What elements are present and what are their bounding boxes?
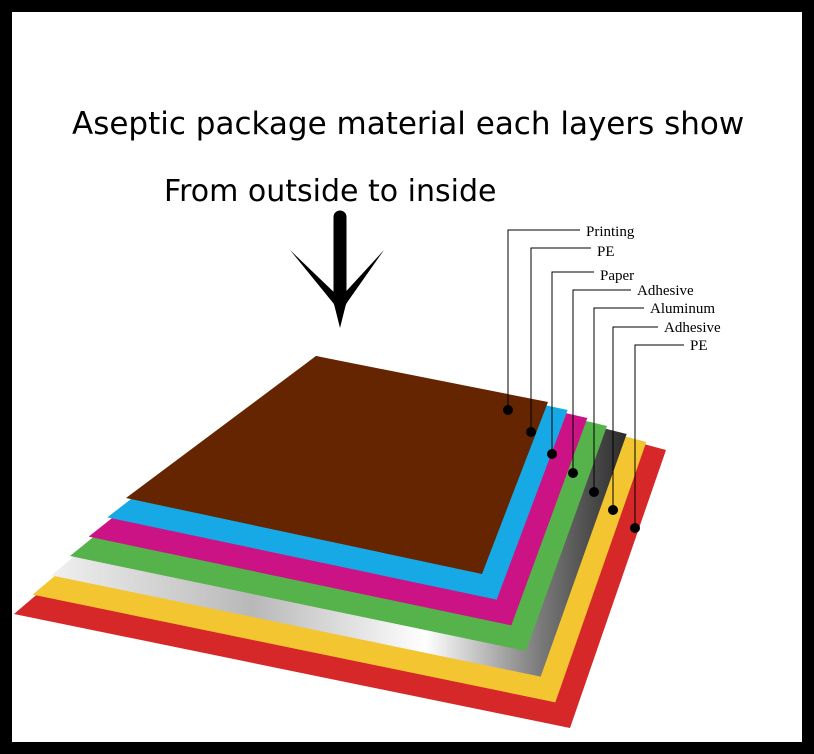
leader-line-4: [572, 289, 631, 473]
leader-dot-3: [547, 449, 557, 459]
leader-line-1: [507, 229, 580, 410]
leader-dot-7: [630, 523, 640, 533]
leader-line-7: [634, 344, 684, 528]
layer-label-5: Aluminum: [650, 301, 715, 317]
diagram-title: Aseptic package material each layers sho…: [72, 106, 745, 142]
diagram-canvas: Aseptic package material each layers sho…: [12, 12, 802, 742]
layer-sheets: [14, 356, 666, 728]
leader-dot-6: [608, 505, 618, 515]
leader-line-2: [530, 247, 591, 432]
layer-label-4: Adhesive: [637, 283, 694, 299]
leader-line-3: [551, 271, 594, 454]
leader-dot-4: [568, 468, 578, 478]
leader-dot-2: [526, 427, 536, 437]
layer-label-1: Printing: [586, 224, 635, 240]
leader-line-6: [612, 326, 658, 510]
layer-label-7: PE: [690, 338, 708, 354]
leader-dot-1: [503, 405, 513, 415]
diagram-subtitle: From outside to inside: [164, 174, 497, 209]
leader-dot-5: [589, 487, 599, 497]
leader-line-5: [593, 307, 644, 492]
layer-callouts: PrintingPEPaperAdhesiveAluminumAdhesiveP…: [503, 224, 721, 533]
layer-label-6: Adhesive: [664, 320, 721, 336]
layer-label-2: PE: [597, 244, 615, 260]
layer-sheet-1: [126, 356, 548, 574]
down-arrow-icon: [290, 210, 384, 328]
layer-stack-diagram: PrintingPEPaperAdhesiveAluminumAdhesiveP…: [14, 210, 721, 728]
layer-label-3: Paper: [600, 268, 634, 284]
